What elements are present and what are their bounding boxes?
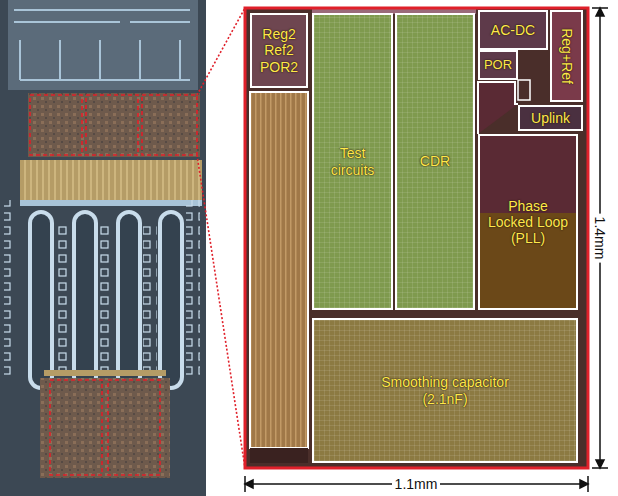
text-group: AC-DC — [491, 22, 535, 38]
zoom-leader — [197, 8, 245, 468]
layout-detail — [250, 448, 308, 463]
block-label: Uplink — [531, 110, 570, 126]
text-group: POR — [484, 58, 512, 73]
uplink-block: Uplink — [518, 105, 583, 131]
regulator-block: Reg+Ref — [550, 10, 583, 102]
block-label: Phase Locked Loop (PLL) — [486, 198, 570, 246]
dimension-label: 1.1mm — [392, 476, 441, 492]
text-group: Test circuits — [322, 145, 384, 177]
ac-dc-block: AC-DC — [478, 10, 548, 50]
block-label: CDR — [420, 153, 450, 169]
capacitor-block: Smoothing capacitor (2.1nF) — [312, 318, 578, 463]
pll-outline — [478, 82, 518, 134]
regulator-block: Reg2 Ref2 POR2 — [250, 13, 308, 88]
text-group: Smoothing capacitor (2.1nF) — [370, 374, 520, 406]
block-label: Reg+Ref — [558, 28, 574, 84]
dimension-label: 1.4mm — [592, 214, 608, 263]
block-label: Reg2 Ref2 POR2 — [256, 26, 302, 74]
text-group: Phase Locked Loop (PLL) — [486, 198, 570, 246]
cdr-block: CDR — [395, 13, 475, 310]
block-label: Test circuits — [322, 145, 384, 177]
pll-block: Phase Locked Loop (PLL) — [478, 134, 578, 310]
test-circuit-block: Test circuits — [312, 13, 393, 310]
block-label: POR — [484, 58, 512, 73]
por-block: POR — [478, 50, 518, 80]
block-label: AC-DC — [491, 22, 535, 38]
die-micrograph — [0, 0, 206, 496]
block-label: Smoothing capacitor (2.1nF) — [370, 374, 520, 406]
text-group: Uplink — [531, 110, 570, 126]
layout-column — [250, 92, 308, 448]
dimension-arrow — [245, 8, 608, 492]
text-group: CDR — [420, 153, 450, 169]
layout-detail — [518, 80, 530, 100]
zoom-frame — [245, 8, 588, 468]
die-layout — [245, 8, 588, 468]
text-group: Reg2 Ref2 POR2 — [256, 26, 302, 74]
text-group: Reg+Ref — [539, 48, 595, 64]
